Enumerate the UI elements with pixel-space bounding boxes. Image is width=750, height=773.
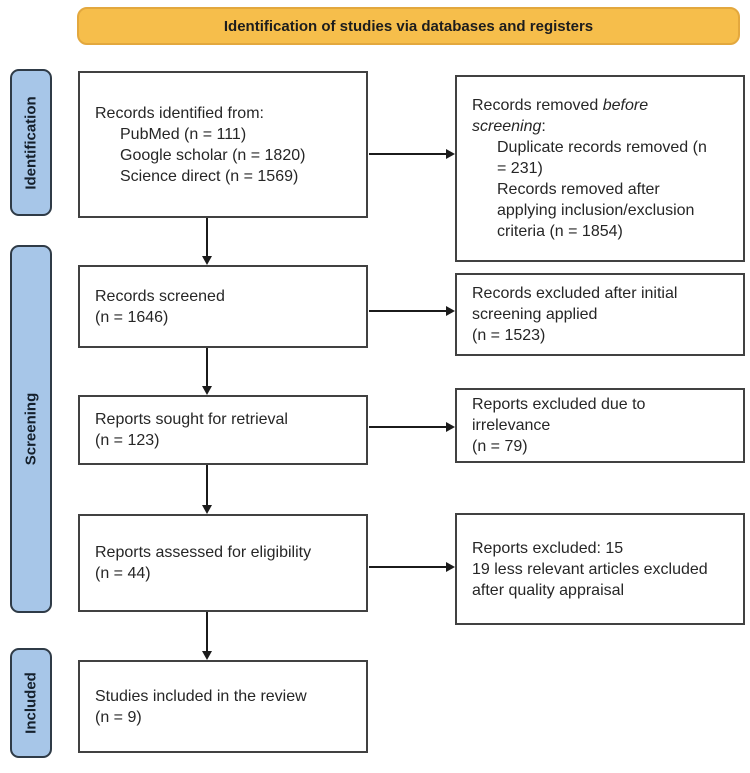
- stage-included-label: Included: [22, 672, 40, 734]
- arrow-assessed-to-included: [206, 612, 208, 651]
- box-text-line: Reports assessed for eligibility: [95, 544, 312, 561]
- box-count-line: (n = 1523): [472, 327, 546, 344]
- stage-included: Included: [10, 648, 52, 758]
- box-count-line: (n = 1646): [95, 308, 169, 326]
- source-line-pubmed: PubMed (n = 111): [120, 125, 247, 143]
- box-text-line: Reports excluded due to irrelevance: [472, 396, 646, 434]
- box-reports-excluded-quality: Reports excluded: 15 19 less relevant ar…: [455, 513, 745, 625]
- box-reports-assessed: Reports assessed for eligibility (n = 44…: [78, 514, 368, 612]
- box-reports-sought: Reports sought for retrieval (n = 123): [78, 395, 368, 465]
- box-records-excluded: Records excluded after initial screening…: [455, 273, 745, 356]
- box-title-line: Records identified from:: [95, 104, 264, 122]
- arrow-sought-to-excluded: [369, 426, 446, 428]
- removal-reason-duplicates: Duplicate records removed (n = 231): [497, 139, 707, 177]
- box-studies-included: Studies included in the review (n = 9): [78, 660, 368, 753]
- stage-identification-label: Identification: [22, 95, 40, 190]
- box-reports-excluded-irrelevance: Reports excluded due to irrelevance (n =…: [455, 388, 745, 463]
- box-intro-line: Records removed before screening:: [472, 95, 712, 137]
- box-text-line: Records excluded after initial screening…: [472, 285, 678, 323]
- arrow-identified-to-removed: [369, 153, 446, 155]
- box-records-identified: Records identified from: PubMed (n = 111…: [78, 71, 368, 218]
- box-text-line: 19 less relevant articles excluded after…: [472, 560, 708, 599]
- arrow-screened-to-excluded: [369, 310, 446, 312]
- stage-identification: Identification: [10, 69, 52, 216]
- intro-text: Records removed: [472, 97, 603, 114]
- arrow-sought-to-assessed: [206, 465, 208, 505]
- stage-screening-label: Screening: [22, 392, 40, 466]
- box-count-line: (n = 79): [472, 438, 528, 455]
- box-count-line: (n = 9): [95, 708, 142, 726]
- stage-screening: Screening: [10, 245, 52, 613]
- box-count-line: (n = 44): [95, 565, 151, 582]
- source-line-science-direct: Science direct (n = 1569): [120, 167, 299, 185]
- box-records-screened: Records screened (n = 1646): [78, 265, 368, 348]
- removal-reason-criteria: Records removed after applying inclusion…: [497, 181, 695, 240]
- source-line-google-scholar: Google scholar (n = 1820): [120, 146, 306, 164]
- diagram-title: Identification of studies via databases …: [223, 17, 594, 35]
- intro-suffix: :: [541, 118, 546, 135]
- arrow-identified-to-screened: [206, 218, 208, 256]
- intro-italic-text: before screening: [472, 97, 649, 135]
- box-count-line: (n = 123): [95, 432, 160, 449]
- box-text-line: Records screened: [95, 287, 225, 305]
- arrow-assessed-to-excluded: [369, 566, 446, 568]
- title-banner: Identification of studies via databases …: [77, 7, 740, 45]
- box-text-line: Reports sought for retrieval: [95, 411, 288, 428]
- box-records-removed-before-screening: Records removed before screening: Duplic…: [455, 75, 745, 262]
- arrow-screened-to-sought: [206, 348, 208, 386]
- box-text-line: Studies included in the review: [95, 687, 307, 705]
- box-text-line: Reports excluded: 15: [472, 539, 624, 557]
